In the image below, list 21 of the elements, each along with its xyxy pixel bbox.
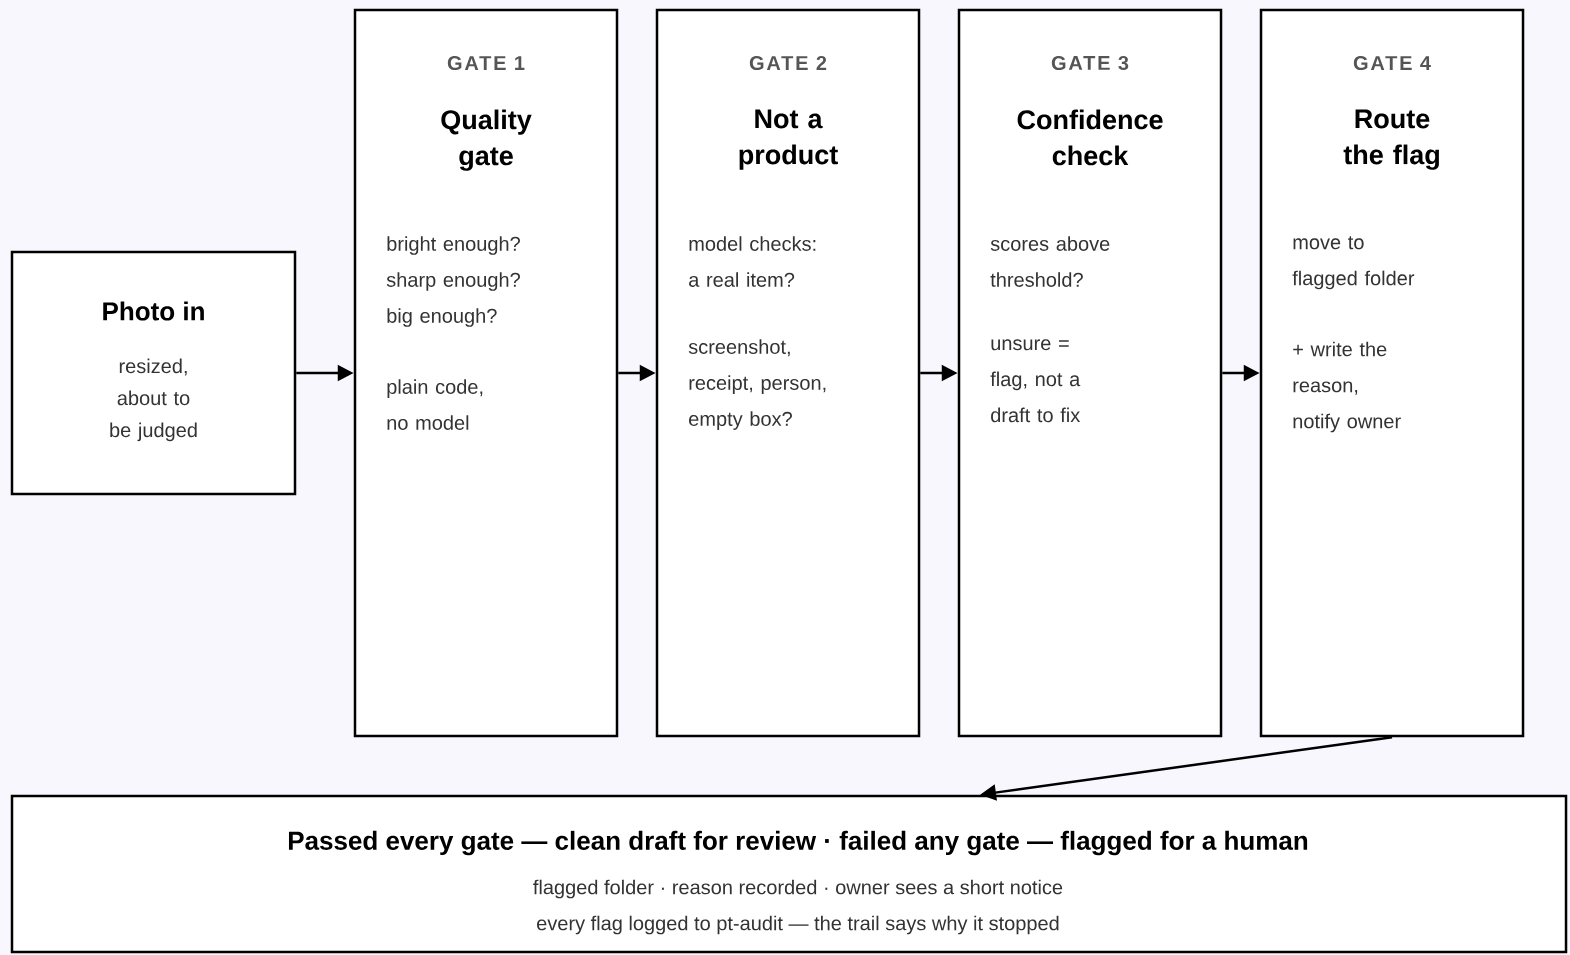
gate-title: Confidence check [1017, 109, 1163, 166]
result-note: every flag logged to pt-audit — the trail says why it stopped [537, 915, 1059, 935]
gate-text: screenshot, receipt, person, empty box? [688, 339, 826, 430]
gate-label: GATE 2 [749, 55, 827, 71]
box-text: resized, about to be judged [110, 358, 197, 442]
gate-text: scores above threshold? [990, 236, 1110, 287]
result-title: Passed every gate — clean draft for review · failed any gate — flagged for a human [289, 830, 1308, 856]
gate-text: model checks: a real item? [689, 236, 816, 287]
gate-text: unsure = flag, not a draft to fix [990, 339, 1081, 423]
gate-label: GATE 3 [1051, 55, 1129, 71]
gate-title: Quality gate [441, 109, 532, 171]
gate-label: GATE 4 [1353, 55, 1431, 71]
gate-text: plain code, no model [387, 379, 483, 430]
gate-text: move to flagged folder [1292, 236, 1415, 290]
gate-text: bright enough? sharp enough? big enough? [386, 236, 520, 327]
gate-text: + write the reason, notify owner [1293, 341, 1401, 433]
gate-title: Route the flag [1343, 109, 1439, 170]
result-note: flagged folder · reason recorded · owner sees a short notice [533, 879, 1063, 899]
box-title: Photo in [103, 301, 204, 321]
gate-label: GATE 1 [447, 55, 525, 71]
gate-title: Not a product [739, 109, 838, 170]
